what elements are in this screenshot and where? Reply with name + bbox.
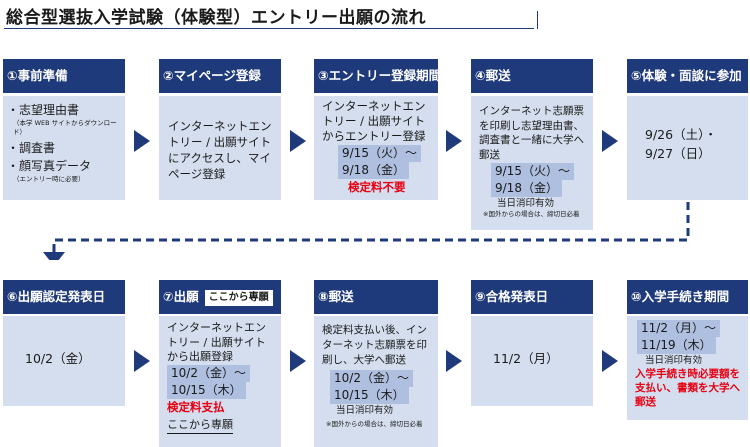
step-4-header: ④郵送 xyxy=(471,59,593,93)
step-7-text: インターネットエントリー / 出願サイトから出願登録 xyxy=(167,321,266,363)
step-7-exclusive-note: ここから専願 xyxy=(167,418,233,434)
step-6-header: ⑥出願認定発表日 xyxy=(3,280,125,314)
dashed-connector xyxy=(43,202,690,260)
step-7-header: ⑦出願ここから専願 xyxy=(159,280,281,314)
step-1-box: ・志望理由書 （本学 WEB サイトからダウンロード） ・調査書 ・顔写真データ… xyxy=(3,96,125,200)
step-6-date: 10/2（金） xyxy=(25,351,91,366)
step-8-text: 検定料支払い後、インターネット志願票を印刷し、大学へ郵送 xyxy=(322,324,427,366)
step-4-text: インターネット志願票を印刷し志望理由書、調査書と一緒に大学へ郵送 xyxy=(479,105,584,161)
step-9-box: 11/2（月） xyxy=(471,316,593,406)
step-10-date-end: 11/19（木） xyxy=(637,337,716,354)
arrow-4-5 xyxy=(602,130,618,152)
exclusive-tag: ここから専願 xyxy=(204,289,273,306)
step-7-box: インターネットエントリー / 出願サイトから出願登録 10/2（金）～ 10/1… xyxy=(159,316,281,447)
arrow-6-7 xyxy=(134,350,150,372)
step-10-date-start: 11/2（月）～ xyxy=(637,320,720,337)
step-3-date-start: 9/15（火）～ xyxy=(338,145,421,162)
step-9-date: 11/2（月） xyxy=(493,351,559,366)
step-10-header: ⑩入学手続き期間 xyxy=(627,280,748,314)
step-3-box: インターネットエントリー / 出願サイトからエントリー登録 9/15（火）～ 9… xyxy=(314,96,438,200)
step-8-date-start: 10/2（金）～ xyxy=(330,370,413,387)
step-2-box: インターネットエントリー / 出願サイトにアクセスし、マイページ登録 xyxy=(159,96,281,200)
step-1-header: ①事前準備 xyxy=(3,59,125,93)
step-3-date-end: 9/18（金） xyxy=(338,162,409,179)
arrow-8-9 xyxy=(446,350,462,372)
step-8-valid: 当日消印有効 xyxy=(336,405,394,416)
step-6-box: 10/2（金） xyxy=(3,316,125,406)
step-10-box: 11/2（月）～ 11/19（木） 当日消印有効 入学手続き時必要額を支払い、書… xyxy=(627,316,748,420)
step-5-date-2: 9/27（日） xyxy=(645,146,711,161)
step-10-payment-note: 入学手続き時必要額を支払い、書類を大学へ郵送 xyxy=(635,368,740,408)
step-2-header: ②マイページ登録 xyxy=(159,59,281,93)
step-8-note: ※国外からの場合は、締切日必着 xyxy=(326,420,423,428)
step-4-valid: 当日消印有効 xyxy=(497,198,555,209)
arrow-7-8 xyxy=(290,350,306,372)
step-3-text: インターネットエントリー / 出願サイトからエントリー登録 xyxy=(322,99,426,143)
step-4-date-start: 9/15（火）～ xyxy=(491,163,574,180)
step-1-item-1-note: （本学 WEB サイトからダウンロード） xyxy=(13,119,117,136)
step-1-item-3-note: （エントリー時に必要） xyxy=(13,175,85,183)
step-7-fee-note: 検定料支払 xyxy=(167,399,225,414)
step-7-header-label: ⑦出願 xyxy=(163,289,199,304)
step-1-item-3: ・顔写真データ xyxy=(7,159,92,173)
step-1-item-1: ・志望理由書 xyxy=(7,103,80,117)
step-2-text: インターネットエントリー / 出願サイトにアクセスし、マイページ登録 xyxy=(168,119,272,181)
arrow-9-10 xyxy=(602,350,618,372)
step-8-box: 検定料支払い後、インターネット志願票を印刷し、大学へ郵送 10/2（金）～ 10… xyxy=(314,316,438,447)
step-10-valid: 当日消印有効 xyxy=(645,355,703,366)
step-5-date-1: 9/26（土）・ xyxy=(645,127,717,142)
step-3-header: ③エントリー登録期間 xyxy=(314,59,438,93)
step-5-header: ⑤体験・面談に参加 xyxy=(627,59,748,93)
step-5-box: 9/26（土）・ 9/27（日） xyxy=(627,96,748,200)
title-underline xyxy=(4,11,538,29)
step-8-header: ⑧郵送 xyxy=(314,280,438,314)
step-1-item-2: ・調査書 xyxy=(7,141,56,155)
arrow-2-3 xyxy=(290,130,306,152)
step-4-date-end: 9/18（金） xyxy=(491,180,562,197)
step-4-note: ※国外からの場合は、締切日必着 xyxy=(483,210,580,218)
step-7-date-end: 10/15（木） xyxy=(167,381,246,399)
arrow-3-4 xyxy=(446,130,462,152)
page-title: 総合型選抜入学試験（体験型）エントリー出願の流れ xyxy=(6,8,426,28)
step-4-box: インターネット志願票を印刷し志望理由書、調査書と一緒に大学へ郵送 9/15（火）… xyxy=(471,96,593,230)
step-7-date-start: 10/2（金）～ xyxy=(167,364,250,382)
step-8-date-end: 10/15（木） xyxy=(330,387,409,404)
arrow-1-2 xyxy=(134,130,150,152)
step-9-header: ⑨合格発表日 xyxy=(471,280,593,314)
step-3-fee-note: 検定料不要 xyxy=(348,180,406,194)
